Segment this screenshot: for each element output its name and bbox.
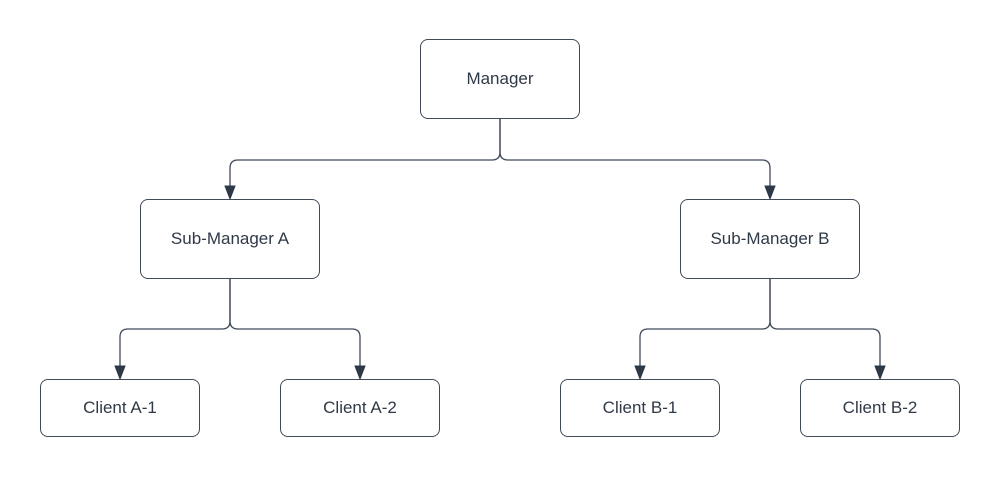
edge-sub-manager-a-to-client-a-2 xyxy=(229,279,366,381)
edge-sub-manager-a-to-client-a-1 xyxy=(114,279,231,381)
edge-sub-manager-b-to-client-b-2 xyxy=(769,279,886,381)
edge-manager-to-sub-manager-b xyxy=(499,119,776,201)
node-sub-manager-a[interactable]: Sub-Manager A xyxy=(140,199,320,279)
node-sub-manager-b[interactable]: Sub-Manager B xyxy=(680,199,860,279)
node-manager-label: Manager xyxy=(466,68,534,88)
node-sub-manager-a-label: Sub-Manager A xyxy=(170,228,290,248)
arrowhead-icon xyxy=(224,185,236,201)
node-client-b-1[interactable]: Client B-1 xyxy=(560,379,720,437)
node-client-b-2[interactable]: Client B-2 xyxy=(800,379,960,437)
node-sub-manager-b-label: Sub-Manager B xyxy=(710,228,830,248)
node-client-a-1-label: Client A-1 xyxy=(83,397,157,417)
node-client-a-1[interactable]: Client A-1 xyxy=(40,379,200,437)
edge-manager-to-sub-manager-a xyxy=(224,119,501,201)
node-client-a-2-label: Client A-2 xyxy=(323,397,397,417)
arrowhead-icon xyxy=(764,185,776,201)
edge-sub-manager-b-to-client-b-1 xyxy=(634,279,771,381)
node-client-a-2[interactable]: Client A-2 xyxy=(280,379,440,437)
node-client-b-2-label: Client B-2 xyxy=(842,397,918,417)
arrowhead-icon xyxy=(114,365,126,381)
arrowhead-icon xyxy=(354,365,366,381)
arrowhead-icon xyxy=(634,365,646,381)
node-manager[interactable]: Manager xyxy=(420,39,580,119)
node-client-b-1-label: Client B-1 xyxy=(602,397,678,417)
arrowhead-icon xyxy=(874,365,886,381)
